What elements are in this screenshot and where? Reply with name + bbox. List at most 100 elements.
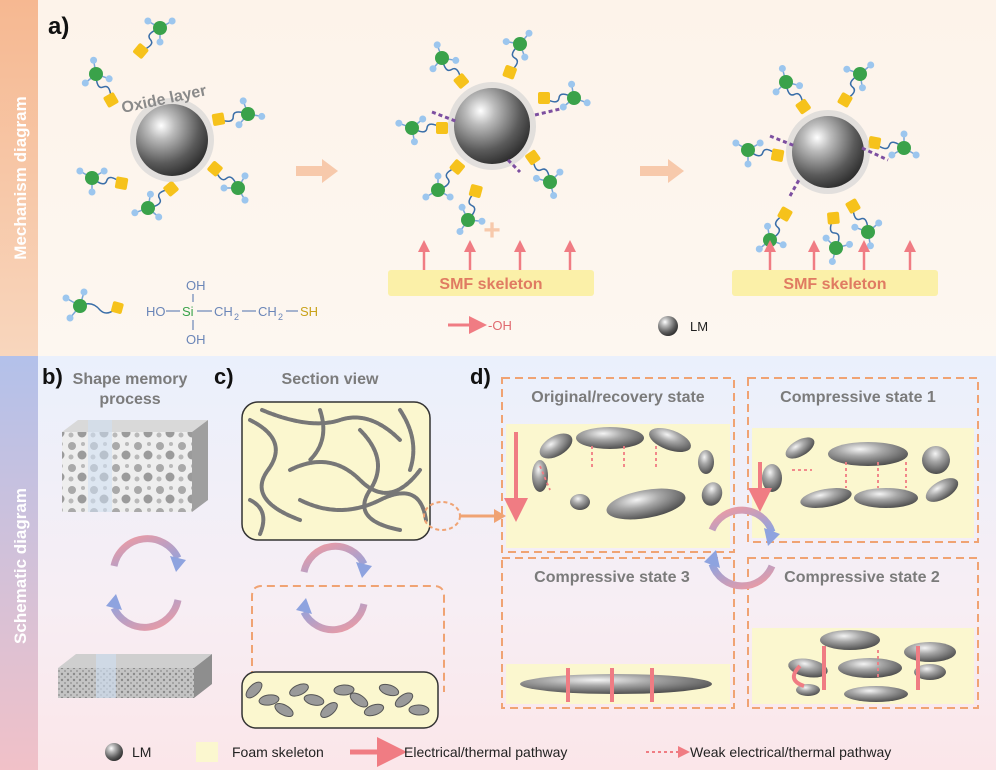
- silane-molecule: [867, 130, 920, 159]
- process-arrow-1: [296, 159, 338, 183]
- lm-chains: [248, 408, 428, 536]
- state-box-comp2: [747, 557, 979, 709]
- panel-label-a: a): [48, 13, 69, 40]
- silane-formula: OH HO Si CH 2 CH 2 SH OH: [146, 278, 318, 347]
- oh-legend-label: -OH: [488, 318, 512, 333]
- side-bar-top: [0, 0, 38, 356]
- lm-blob: [408, 704, 430, 716]
- formula-sub2-a: 2: [234, 312, 239, 322]
- side-label-bottom: Schematic diagram: [11, 488, 30, 644]
- lm-droplet: [532, 460, 548, 492]
- smf-skeleton-label-1: SMF skeleton: [439, 276, 542, 293]
- lm-blob: [274, 702, 294, 718]
- lm-blob: [349, 692, 369, 708]
- lm-blob: [320, 702, 338, 718]
- formula-sub2-b: 2: [278, 312, 283, 322]
- lm-droplet: [838, 658, 902, 678]
- lm-droplet: [701, 482, 723, 506]
- state-title-comp3: Compressive state 3: [534, 569, 690, 586]
- panel-label-c: c): [214, 364, 234, 389]
- lm-chain: [398, 408, 416, 472]
- foam-cube-expanded: [62, 420, 208, 512]
- oh-arrow-head: [564, 240, 576, 252]
- lm-blob: [378, 683, 400, 697]
- lm-droplet: [570, 494, 590, 510]
- oh-arrow-head: [858, 240, 870, 252]
- lm-droplet: [800, 488, 852, 508]
- legend-molecule-icon: [62, 288, 124, 322]
- lm-droplet: [788, 658, 828, 678]
- molecule-layer: [76, 17, 920, 266]
- hydroxyl-arrows: [418, 240, 916, 270]
- section-view-box: [241, 401, 431, 541]
- lm-blob: [289, 683, 309, 697]
- state-box-comp3: [501, 557, 735, 709]
- legend-foam-swatch: [196, 742, 218, 762]
- lm-compressed-network: [245, 681, 430, 718]
- lm-chain: [358, 428, 402, 532]
- panel-label-b: b): [42, 364, 63, 389]
- legend-electrical-label: Electrical/thermal pathway: [404, 744, 567, 760]
- silane-molecule: [207, 161, 249, 204]
- silane-molecule: [133, 17, 176, 59]
- lm-droplet: [698, 450, 714, 474]
- lm-blob: [363, 703, 385, 717]
- lm-droplet: [762, 464, 782, 492]
- legend-foam-label: Foam skeleton: [232, 744, 324, 760]
- foam-block-compressed: [58, 654, 212, 698]
- silane-molecule: [211, 97, 266, 129]
- smf-skeleton-bar-1: [388, 270, 594, 296]
- silane-molecule: [422, 159, 465, 201]
- silane-molecule: [755, 206, 793, 253]
- legend-weak-label: Weak electrical/thermal pathway: [690, 744, 891, 760]
- lm-blob: [303, 694, 325, 706]
- process-arrow-2: [640, 159, 684, 183]
- lm-droplet: [649, 427, 691, 453]
- lm-flat-droplet: [520, 674, 712, 694]
- lm-droplet: [606, 488, 686, 520]
- silane-molecule: [538, 80, 591, 111]
- silane-molecule: [732, 139, 785, 168]
- plus-sign: +: [483, 214, 501, 247]
- lm-droplet: [828, 442, 908, 466]
- formula-sh: SH: [300, 304, 318, 319]
- weak-pathways: [539, 446, 907, 680]
- lm-sphere-2: [448, 82, 536, 170]
- lm-blob: [394, 692, 414, 708]
- lm-droplet: [925, 478, 959, 502]
- lm-droplet: [785, 437, 815, 459]
- formula-si: Si: [182, 304, 194, 319]
- lm-droplet: [922, 446, 950, 474]
- lm-sphere-1: [130, 98, 214, 182]
- silane-molecule: [772, 64, 811, 115]
- oh-arrow-head: [514, 240, 526, 252]
- smf-skeleton-bar-2: [732, 270, 938, 296]
- lm-blob: [245, 681, 263, 699]
- formula-ch2-a: CH: [214, 304, 233, 319]
- silane-molecule: [845, 198, 883, 250]
- silane-molecule: [81, 56, 119, 108]
- lm-chain: [298, 491, 428, 522]
- lm-blob: [258, 694, 280, 706]
- oh-arrow-head: [808, 240, 820, 252]
- oh-arrow-head: [418, 240, 430, 252]
- lm-droplets: [520, 427, 959, 702]
- hydrogen-bonds: [431, 107, 889, 197]
- legend-lm-label: LM: [132, 744, 151, 760]
- state-box-comp1: [747, 377, 979, 543]
- side-bar-bottom: [0, 356, 38, 770]
- oh-arrow-head: [904, 240, 916, 252]
- silane-molecule: [76, 167, 129, 196]
- lm-chain: [248, 498, 266, 536]
- silane-molecule: [502, 29, 533, 80]
- cycle-arrows-d: [704, 506, 780, 590]
- formula-oh-top: OH: [186, 278, 206, 293]
- formula-oh-bottom: OH: [186, 332, 206, 347]
- silane-molecule: [395, 115, 448, 146]
- silane-molecule: [131, 181, 179, 221]
- oh-arrow-head: [764, 240, 776, 252]
- lm-legend-icon-top: [658, 316, 678, 336]
- lm-chain: [288, 460, 422, 495]
- lm-blob: [333, 684, 355, 696]
- state-title-original: Original/recovery state: [531, 389, 705, 406]
